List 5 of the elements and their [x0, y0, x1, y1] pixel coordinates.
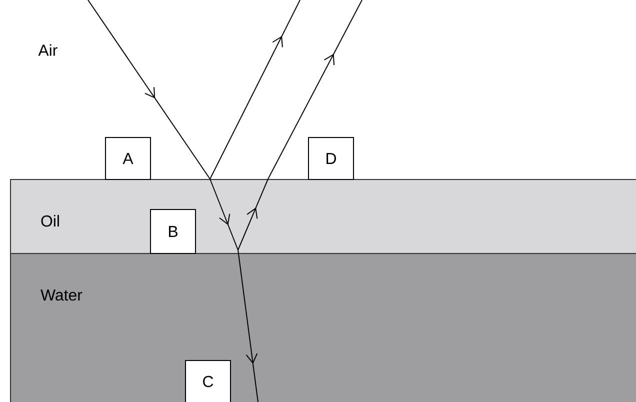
label-box: A: [105, 137, 151, 180]
medium-label: Air: [38, 44, 58, 56]
label-box: B: [150, 209, 196, 254]
label-box: C: [185, 360, 231, 402]
label-box: D: [308, 137, 354, 180]
